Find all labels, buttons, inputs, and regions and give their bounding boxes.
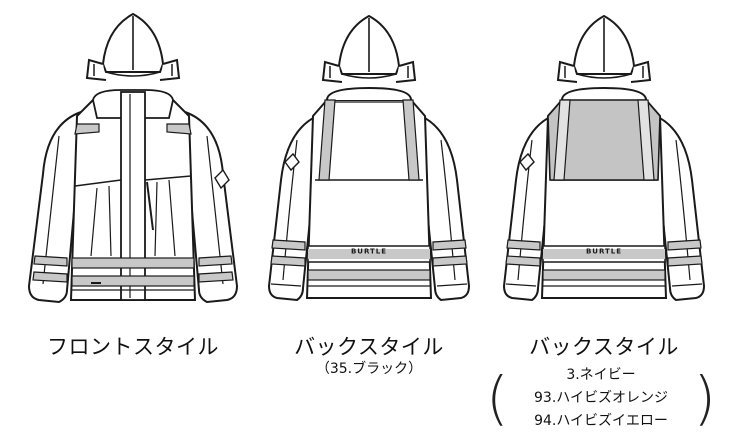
caption-back-colors: バックスタイル	[529, 335, 679, 359]
right-paren: )	[693, 364, 716, 432]
left-paren: (	[486, 364, 509, 432]
logo-burtle-back-colors: BURTLE	[586, 248, 622, 256]
color-item: 94.ハイビズイエロー	[534, 413, 668, 429]
color-item: 93.ハイビズオレンジ	[534, 390, 668, 406]
caption-back-black-color: （35.ブラック）	[315, 361, 423, 377]
logo-burtle-back-black: BURTLE	[351, 248, 387, 256]
back-colors-illustration: BURTLE	[503, 15, 705, 301]
color-list: ( 3.ネイビー 93.ハイビズオレンジ 94.ハイビズイエロー )	[486, 364, 716, 436]
color-item: 3.ネイビー	[566, 367, 636, 383]
caption-back-black: バックスタイル	[294, 335, 444, 359]
back-black-illustration: BURTLE	[268, 15, 470, 301]
front-illustration	[27, 13, 239, 304]
caption-front: フロントスタイル	[47, 335, 219, 359]
